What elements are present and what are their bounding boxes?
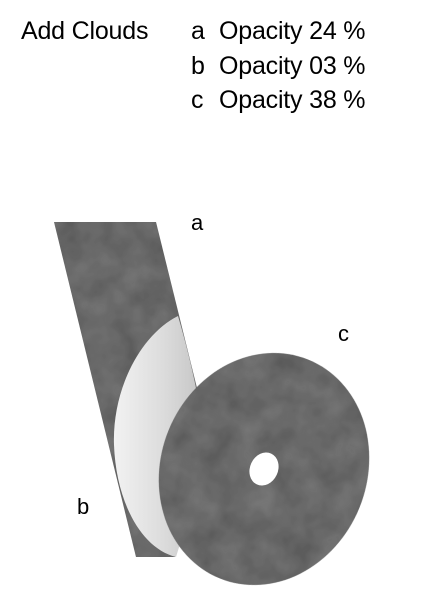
callout-a: a xyxy=(191,210,204,235)
callout-c: c xyxy=(338,321,349,346)
disc-hole xyxy=(249,452,279,486)
layer-c-row: c Opacity 38 % xyxy=(191,85,366,115)
layer-a-value: 24 xyxy=(309,17,337,45)
page-title: Add Clouds xyxy=(21,17,149,45)
callout-b: b xyxy=(77,494,90,519)
layer-c-letter: c xyxy=(191,86,204,114)
layer-a-property: Opacity xyxy=(219,17,303,45)
layer-c-value: 38 xyxy=(309,86,337,114)
layer-b-unit: % xyxy=(343,52,366,80)
layer-b-value: 03 xyxy=(309,52,337,80)
layer-a-unit: % xyxy=(343,17,366,45)
layer-c-property: Opacity xyxy=(219,86,303,114)
layer-b-letter: b xyxy=(191,52,205,80)
layer-b-row: b Opacity 03 % xyxy=(191,51,366,81)
layer-a-row: a Opacity 24 % xyxy=(191,16,366,46)
layer-b-property: Opacity xyxy=(219,52,303,80)
layer-c-unit: % xyxy=(343,86,366,114)
layer-a-letter: a xyxy=(191,17,205,45)
